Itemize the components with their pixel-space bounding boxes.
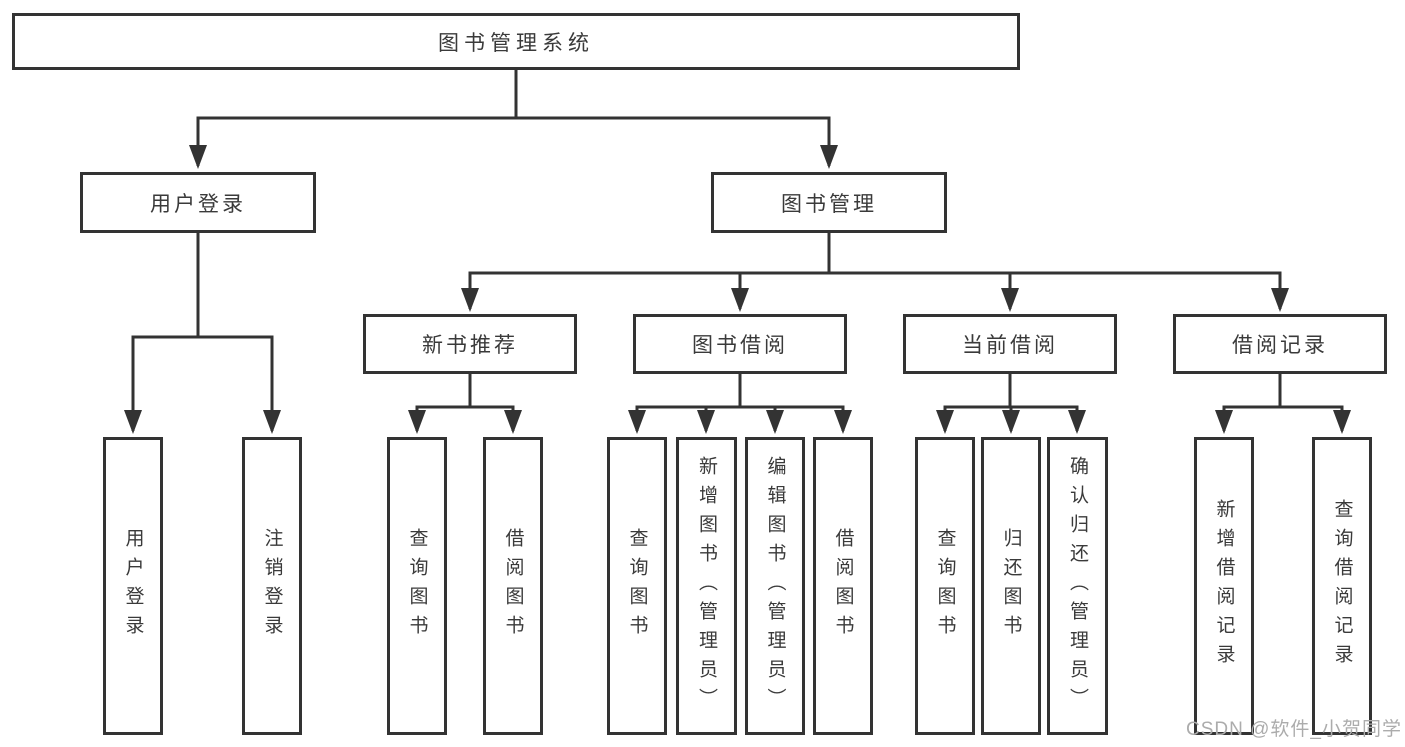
node-current-borrow-label: 当前借阅 xyxy=(962,334,1058,357)
leaf-add-books-admin: 新增图书（管理员） xyxy=(676,437,737,735)
node-borrow-records: 借阅记录 xyxy=(1173,314,1387,374)
leaf-query-borrow-record-label: 查询借阅记录 xyxy=(1331,499,1353,673)
leaf-query-books-2-label: 查询图书 xyxy=(626,528,648,644)
leaf-add-borrow-record-label: 新增借阅记录 xyxy=(1213,499,1235,673)
node-current-borrow: 当前借阅 xyxy=(903,314,1117,374)
leaf-logout-label: 注销登录 xyxy=(261,528,283,644)
node-new-book-recommend: 新书推荐 xyxy=(363,314,577,374)
leaf-return-books: 归还图书 xyxy=(981,437,1041,735)
node-new-book-recommend-label: 新书推荐 xyxy=(422,334,518,357)
leaf-query-books-3-label: 查询图书 xyxy=(934,528,956,644)
node-book-management: 图书管理 xyxy=(711,172,947,233)
leaf-query-books-3: 查询图书 xyxy=(915,437,975,735)
leaf-confirm-return-admin-label: 确认归还（管理员） xyxy=(1067,455,1088,717)
leaf-borrow-books-1-label: 借阅图书 xyxy=(502,528,524,644)
leaf-confirm-return-admin: 确认归还（管理员） xyxy=(1047,437,1108,735)
leaf-query-borrow-record: 查询借阅记录 xyxy=(1312,437,1372,735)
node-borrow-records-label: 借阅记录 xyxy=(1232,334,1328,357)
node-book-borrow: 图书借阅 xyxy=(633,314,847,374)
leaf-add-borrow-record: 新增借阅记录 xyxy=(1194,437,1254,735)
leaf-query-books-2: 查询图书 xyxy=(607,437,667,735)
node-user-login: 用户登录 xyxy=(80,172,316,233)
node-root-label: 图书管理系统 xyxy=(438,31,594,55)
leaf-edit-books-admin-label: 编辑图书（管理员） xyxy=(764,455,786,717)
leaf-borrow-books-1: 借阅图书 xyxy=(483,437,543,735)
node-root: 图书管理系统 xyxy=(12,13,1020,70)
node-book-management-label: 图书管理 xyxy=(781,192,877,216)
leaf-edit-books-admin: 编辑图书（管理员） xyxy=(745,437,805,735)
leaf-borrow-books-2-label: 借阅图书 xyxy=(832,528,854,644)
csdn-watermark: CSDN @软件_小贺同学 xyxy=(1186,719,1402,740)
node-user-login-label: 用户登录 xyxy=(150,192,246,216)
leaf-user-login-label: 用户登录 xyxy=(122,528,144,644)
leaf-add-books-admin-label: 新增图书（管理员） xyxy=(696,455,717,717)
node-book-borrow-label: 图书借阅 xyxy=(692,334,788,357)
leaf-logout: 注销登录 xyxy=(242,437,302,735)
leaf-user-login: 用户登录 xyxy=(103,437,163,735)
leaf-borrow-books-2: 借阅图书 xyxy=(813,437,873,735)
leaf-query-books-1: 查询图书 xyxy=(387,437,447,735)
leaf-return-books-label: 归还图书 xyxy=(1000,528,1022,644)
leaf-query-books-1-label: 查询图书 xyxy=(406,528,428,644)
